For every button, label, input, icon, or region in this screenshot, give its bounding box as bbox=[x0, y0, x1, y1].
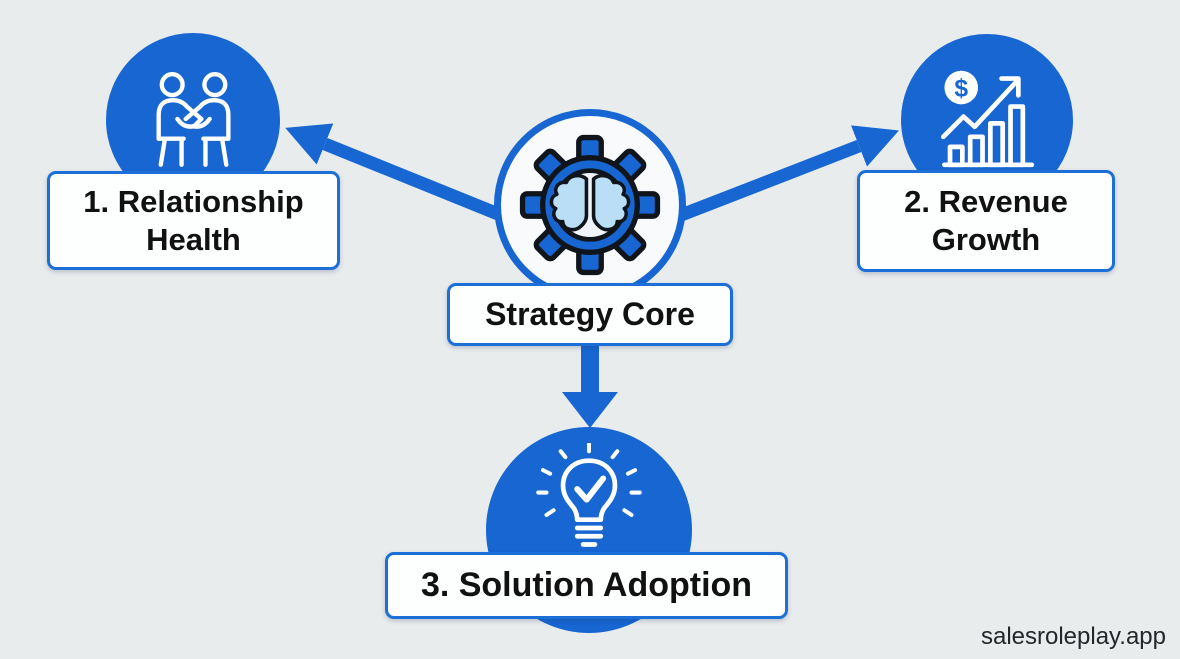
watermark: salesroleplay.app bbox=[980, 623, 1166, 650]
gear-brain-icon bbox=[519, 134, 661, 276]
label-revenue-growth: 2. Revenue Growth bbox=[857, 170, 1115, 272]
label-relationship-health: 1. Relationship Health bbox=[47, 171, 340, 270]
label-text: 1. Relationship Health bbox=[83, 183, 304, 257]
label-strategy-core: Strategy Core bbox=[447, 283, 733, 346]
node-circle-strategy-core bbox=[494, 109, 686, 301]
label-text: 3. Solution Adoption bbox=[420, 565, 753, 604]
label-solution-adoption: 3. Solution Adoption bbox=[385, 552, 788, 619]
lightbulb-check-icon bbox=[536, 443, 642, 547]
dollar-growth-chart-icon: $ bbox=[940, 70, 1035, 168]
handshake-icon bbox=[156, 72, 231, 167]
svg-text:$: $ bbox=[954, 75, 968, 102]
dollar-badge bbox=[944, 70, 979, 105]
label-text: 2. Revenue Growth bbox=[904, 184, 1068, 257]
arrow-to-solution-adoption bbox=[562, 346, 618, 428]
brain-glyph bbox=[549, 173, 631, 232]
label-text: Strategy Core bbox=[485, 295, 695, 332]
